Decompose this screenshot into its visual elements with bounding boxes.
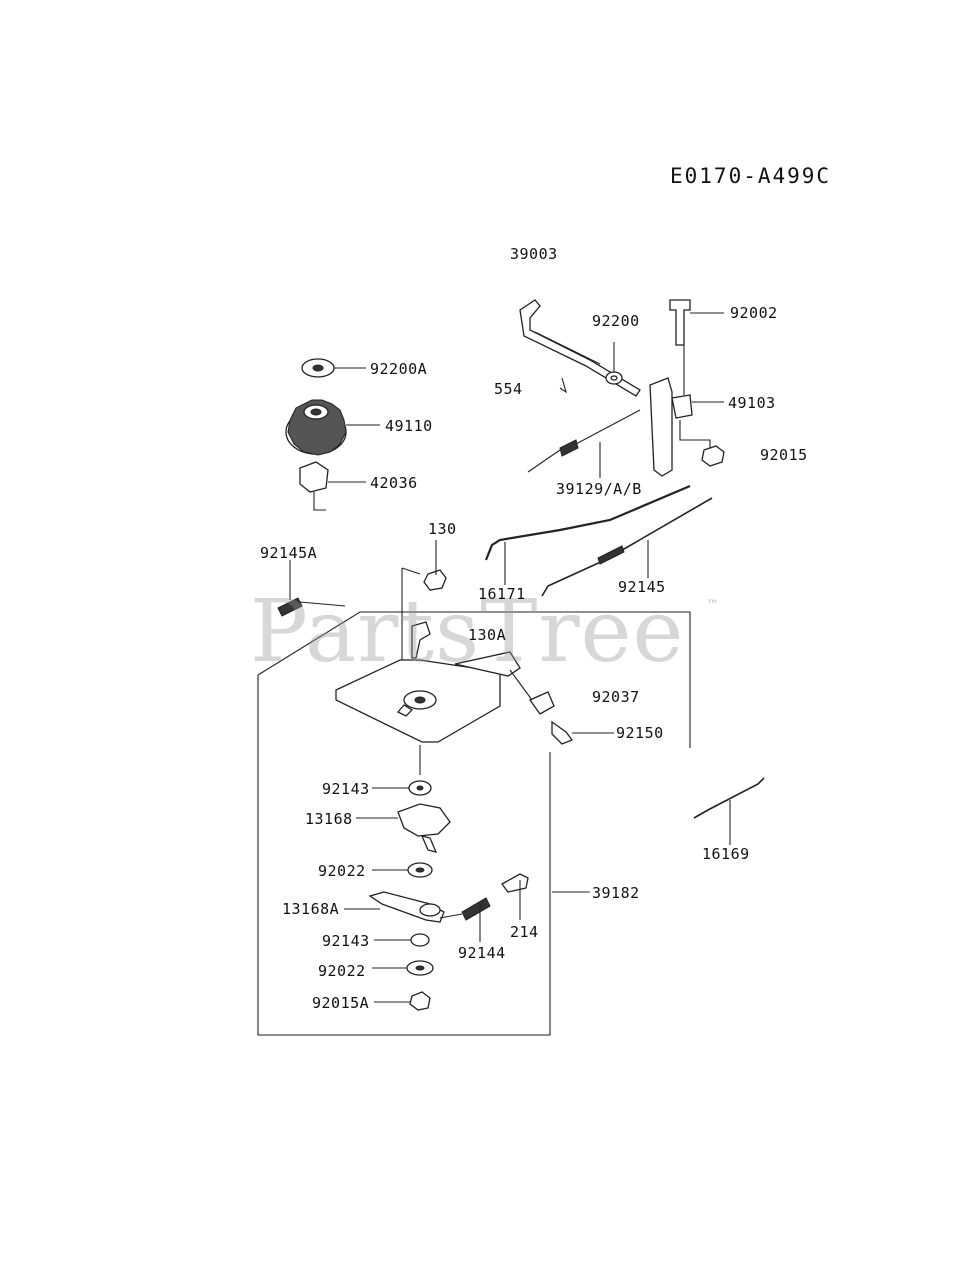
label-92015A: 92015A xyxy=(312,994,370,1012)
pin-554 xyxy=(559,377,567,394)
label-16169: 16169 xyxy=(702,845,750,863)
parts-stack xyxy=(344,745,451,1011)
spring-92145A xyxy=(277,560,346,617)
bolt-130A xyxy=(411,621,431,659)
label-39182: 39182 xyxy=(592,884,640,902)
label-92022-lower: 92022 xyxy=(318,962,366,980)
label-92145: 92145 xyxy=(618,578,666,596)
lever-plate-49103 xyxy=(649,345,724,477)
spring-92144 xyxy=(439,897,491,942)
link-92037 xyxy=(509,669,555,715)
nut-92015 xyxy=(679,420,725,467)
label-49103: 49103 xyxy=(728,394,776,412)
bolt-92002 xyxy=(669,299,724,346)
screw-92150 xyxy=(551,720,614,745)
label-130: 130 xyxy=(428,520,457,538)
label-92143-upper: 92143 xyxy=(322,780,370,798)
label-554: 554 xyxy=(494,380,523,398)
label-13168: 13168 xyxy=(305,810,353,828)
label-214: 214 xyxy=(510,923,539,941)
label-13168A: 13168A xyxy=(282,900,340,918)
screw-214 xyxy=(501,873,529,920)
label-92015: 92015 xyxy=(760,446,808,464)
label-92200: 92200 xyxy=(592,312,640,330)
governor-shaft-42036 xyxy=(299,461,366,511)
washer-92200A xyxy=(301,358,366,378)
label-92002: 92002 xyxy=(730,304,778,322)
label-16171: 16171 xyxy=(478,585,526,603)
label-92200A: 92200A xyxy=(370,360,428,378)
bolt-130 xyxy=(423,540,447,591)
watermark-text: PartsTree xyxy=(250,582,685,682)
trademark-symbol: ™ xyxy=(706,598,719,613)
label-39003: 39003 xyxy=(510,245,558,263)
label-92143-lower: 92143 xyxy=(322,932,370,950)
spring-39129 xyxy=(527,409,641,478)
rod-16171 xyxy=(484,484,691,585)
spring-rod-92145 xyxy=(541,497,713,597)
label-49110: 49110 xyxy=(385,417,433,435)
rod-16169 xyxy=(693,777,765,845)
label-42036: 42036 xyxy=(370,474,418,492)
governor-gear-49110 xyxy=(285,399,380,456)
label-92150: 92150 xyxy=(616,724,664,742)
label-130A: 130A xyxy=(468,626,507,644)
washer-92200 xyxy=(605,342,623,385)
diagram-code: E0170-A499C xyxy=(670,164,832,188)
assembly-frame xyxy=(257,567,691,1036)
label-92037: 92037 xyxy=(592,688,640,706)
label-39129: 39129/A/B xyxy=(556,480,642,498)
label-92145A: 92145A xyxy=(260,544,318,562)
control-bracket xyxy=(335,651,521,743)
label-92022-upper: 92022 xyxy=(318,862,366,880)
control-lever-39003 xyxy=(519,299,641,397)
label-92144: 92144 xyxy=(458,944,506,962)
